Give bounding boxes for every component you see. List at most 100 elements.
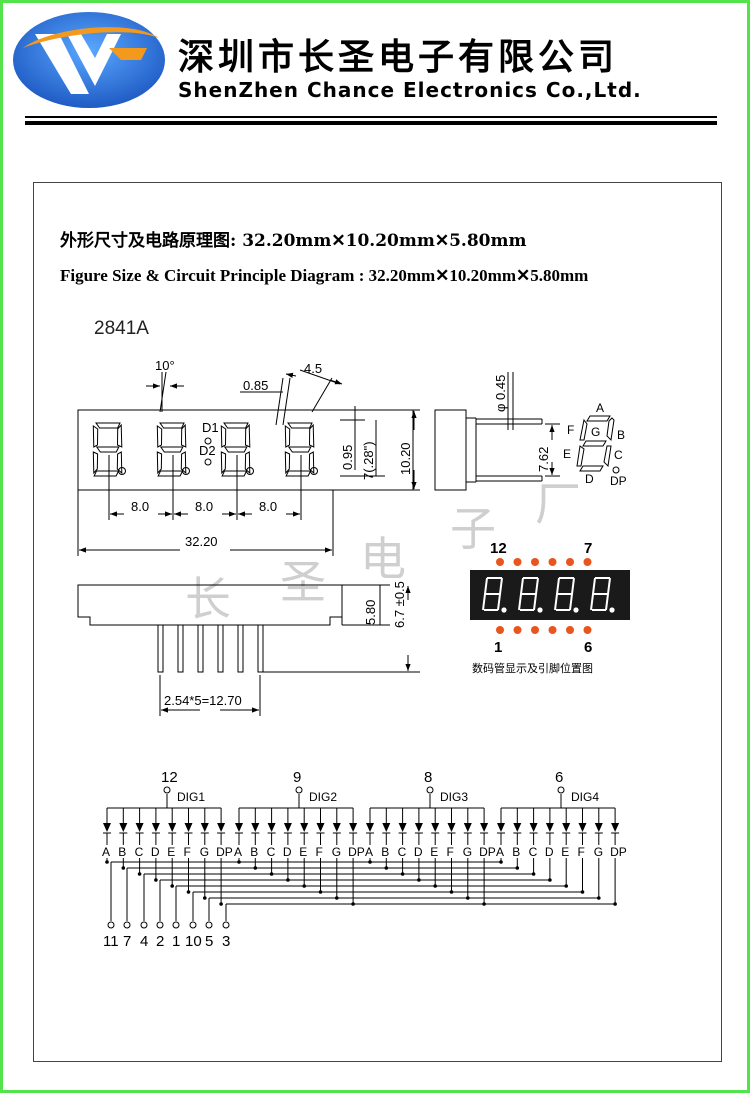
segment-label: C [398,845,407,859]
digit-segment [223,446,248,453]
diode-icon [103,823,111,832]
model-number: 2841A [94,318,149,339]
pin-lead [257,624,264,673]
digit-segment [92,451,99,475]
segment-pin-number: 3 [222,933,230,950]
segment-label: B [250,845,258,859]
front-digits [92,422,318,477]
digit-segment [159,422,185,429]
pin-label-7: 7 [584,540,592,557]
digit-segment [157,470,184,477]
segment-pin-number: 5 [205,933,213,950]
company-name-en: ShenZhen Chance Electronics Co.,Ltd. [178,78,642,102]
pin-lead [237,624,244,673]
segment-label: E [430,845,438,859]
digit-segment [93,470,120,477]
terminal-icon [163,786,171,794]
side-view [434,372,560,491]
terminal-icon [426,786,434,794]
segment-label-f: F [567,423,574,437]
mini-digit [554,577,579,613]
digit-segment [180,423,187,448]
pin-lead [197,624,204,673]
diode-icon [349,823,358,832]
digit-width-label: 4.5 [304,361,322,376]
diode-icon [217,823,226,832]
digit-segment [159,446,184,453]
diode-icon [382,823,391,832]
segment-label: F [578,845,585,859]
segment-label-a: A [596,401,604,415]
pin-dot-icon [548,626,557,634]
mini-decimal-point-icon [609,607,615,613]
diode-icon [513,823,522,832]
diode-icon [431,823,440,832]
terminal-icon [222,921,230,929]
segment-label: B [512,845,520,859]
pinout-view: 12 7 1 6 数码管显示及引脚位置图 [470,540,630,675]
junction-dot [170,884,174,888]
digit-pin-number: 12 [161,769,178,786]
company-logo [13,12,165,108]
diode-icon [135,823,144,832]
junction-dot [186,890,191,894]
mini-digit-segments [518,577,539,611]
header-rule [25,121,717,125]
diode-icon [200,823,209,832]
pin-lead [157,624,164,673]
digit-name: DIG3 [440,790,468,804]
digit-segment [244,451,251,475]
overall-height-label: 6.7 ±0.5 [392,581,407,628]
junction-dot [105,860,109,864]
pin-dot-icon [531,558,539,566]
digit-segment [287,422,313,429]
segment-label: DP [479,845,496,859]
junction-dot [137,872,142,876]
segment-label: E [167,845,175,859]
char-height-label: 7(.28") [361,441,376,480]
segment-legend [576,415,620,474]
pin-dot-icon [531,626,539,634]
digit-segment [156,425,163,448]
colon-dot-icon [204,458,212,466]
pin-dot-icon [513,558,522,566]
colon-dot-icon [204,437,212,445]
digit-segment [116,423,123,448]
segment-pin-number: 1 [172,933,180,950]
segment-pin-number: 10 [185,933,202,950]
segment-label: F [184,845,191,859]
pin-dot-icon [513,626,522,634]
digit-segment [156,451,163,475]
watermark-char: 厂 [535,477,581,531]
dot-label-d1: D1 [202,420,219,435]
tilt-angle-label: 10° [155,358,175,373]
dot-label-d2: D2 [199,443,216,458]
pin-dot-icon [496,626,504,634]
segment-label: A [365,845,373,859]
pin-label-12: 12 [490,540,507,557]
segment-label: A [496,845,504,859]
pinout-caption: 数码管显示及引脚位置图 [472,661,593,675]
segment-label: D [283,845,292,859]
digit-segment [221,470,248,477]
terminal-icon [156,921,164,929]
height-dimensions [340,406,420,491]
watermark: 长 圣 电 子 厂 [185,477,581,626]
junction-dot [154,878,158,882]
pitch-dimensions [77,455,334,556]
diode-icon [578,823,587,832]
seg-gap-label: 0.95 [340,445,355,470]
watermark-char: 长 [185,572,231,626]
drawing-panel [33,182,722,1062]
decimal-point-icon [310,467,318,475]
pin-lead [177,624,184,673]
diode-icon [332,823,341,832]
digit-segment [95,422,121,429]
title-en: Figure Size & Circuit Principle Diagram … [60,266,589,285]
segment-label: G [463,845,472,859]
watermark-char: 子 [450,502,496,556]
terminal-icon [189,921,197,929]
